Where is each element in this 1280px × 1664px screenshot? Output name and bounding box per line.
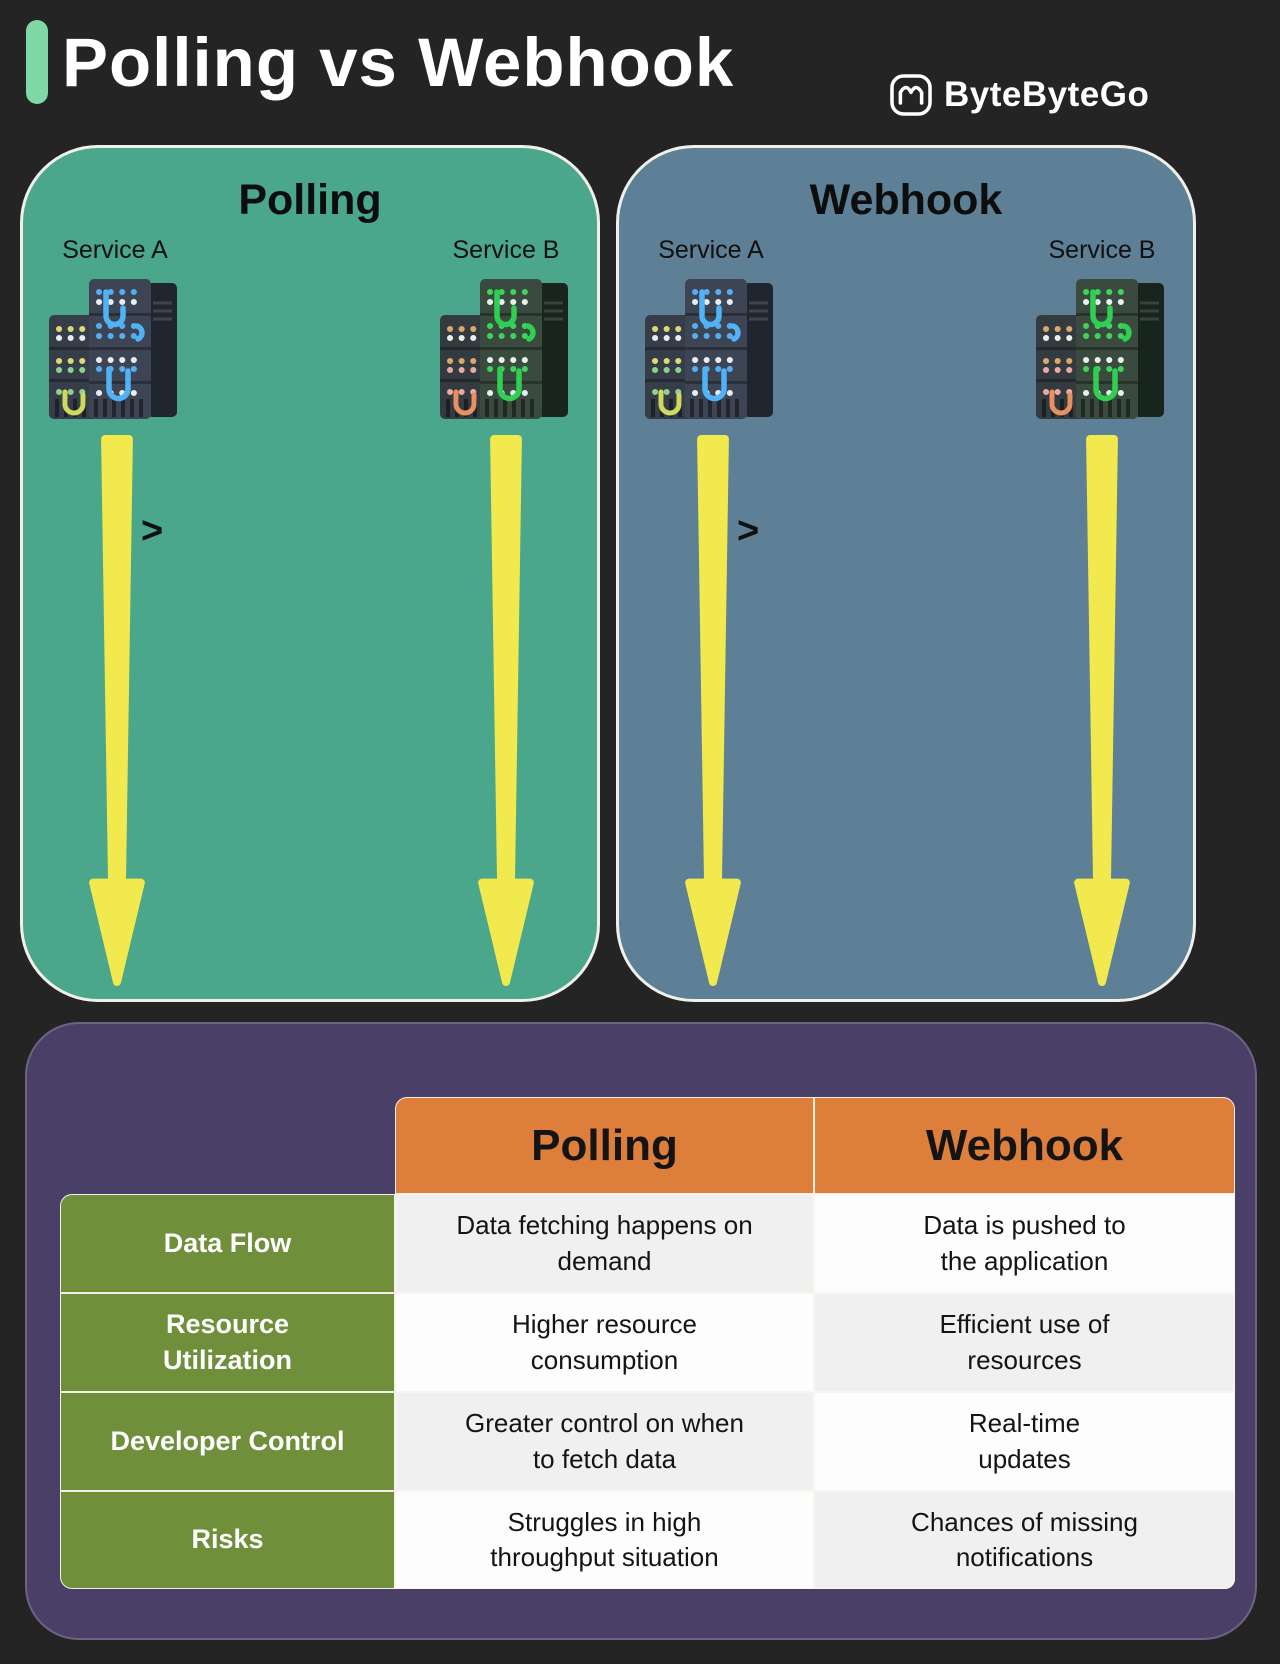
service-label: Service B [452, 236, 560, 264]
server-rack-icon [645, 273, 777, 423]
table-cell: Data fetching happens on demand [395, 1194, 814, 1293]
comparison-table: Polling Webhook Data Flow Data fetching … [60, 1097, 1235, 1589]
polling-service-b: Service B [426, 236, 586, 423]
webhook-panel: Webhook Service A Service B > [616, 145, 1196, 1002]
panel-title-webhook: Webhook [809, 176, 1003, 224]
brand-name: ByteByteGo [944, 75, 1150, 114]
title-bar: Polling vs Webhook [26, 20, 734, 104]
table-cell: Greater control on when to fetch data [395, 1392, 814, 1491]
table-cell: Real-time updates [814, 1392, 1235, 1491]
comparison-section: Polling Webhook Data Flow Data fetching … [25, 1022, 1257, 1640]
service-label: Service A [62, 236, 168, 264]
column-header-polling: Polling [395, 1097, 814, 1194]
brand: ByteByteGo [888, 72, 1149, 118]
table-cell: Chances of missing notifications [814, 1491, 1235, 1589]
server-rack-icon [49, 273, 181, 423]
bytebytego-logo-icon [890, 74, 932, 116]
webhook-service-b: Service B [1022, 236, 1182, 423]
service-label: Service B [1048, 236, 1156, 264]
server-rack-icon [1036, 273, 1168, 423]
page-title: Polling vs Webhook [62, 23, 735, 101]
title-accent-bar [26, 20, 48, 104]
table-cell: Data is pushed to the application [814, 1194, 1235, 1293]
webhook-service-a: Service A [631, 236, 791, 423]
table-cell: Higher resource consumption [395, 1293, 814, 1392]
polling-panel: Polling Service A Service B > [20, 145, 600, 1002]
table-corner-spacer [60, 1097, 395, 1194]
table-cell: Struggles in high throughput situation [395, 1491, 814, 1589]
down-arrow-icon [1065, 433, 1139, 990]
table-cell: Efficient use of resources [814, 1293, 1235, 1392]
chevron-right-glyph: > [737, 510, 760, 552]
service-label: Service A [658, 236, 764, 264]
column-header-webhook: Webhook [814, 1097, 1235, 1194]
panel-title-polling: Polling [238, 176, 382, 224]
row-label-resource-utilization: Resource Utilization [60, 1293, 395, 1392]
polling-service-a: Service A [35, 236, 195, 423]
chevron-right-glyph: > [141, 510, 164, 552]
row-label-developer-control: Developer Control [60, 1392, 395, 1491]
row-label-risks: Risks [60, 1491, 395, 1589]
row-label-data-flow: Data Flow [60, 1194, 395, 1293]
down-arrow-icon [469, 433, 543, 990]
server-rack-icon [440, 273, 572, 423]
